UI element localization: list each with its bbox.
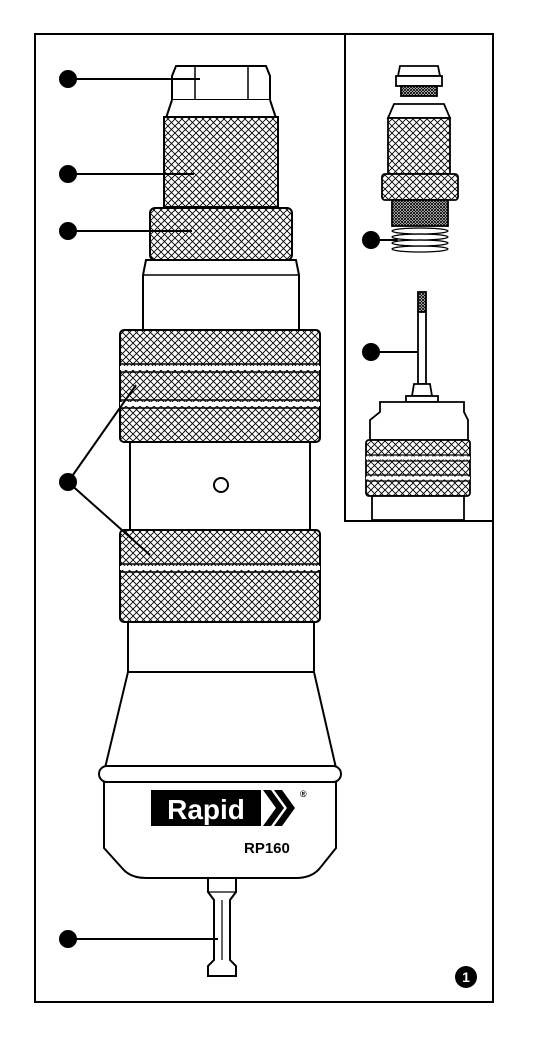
collar-bead — [99, 766, 341, 782]
inset-mandrel — [418, 312, 426, 384]
cap-nut — [172, 66, 270, 100]
rapid-logo: Rapid ® — [151, 789, 307, 826]
callout-dot-grip-sleeves — [60, 474, 76, 490]
figure-number: 1 — [462, 969, 470, 985]
lower-sleeve-knurl — [120, 530, 320, 622]
callout-dot-nosepiece — [60, 166, 76, 182]
callout-dot-lock-ring — [60, 223, 76, 239]
registered-mark: ® — [300, 789, 307, 799]
callout-dot-inset-mandrel — [363, 344, 379, 360]
inset-thread — [392, 200, 448, 226]
logo-text: Rapid — [167, 794, 245, 825]
callout-dot-inset-spring — [363, 232, 379, 248]
inset-lock-ring — [382, 174, 458, 200]
inset-nosepiece-knurl — [388, 118, 450, 174]
lock-ring-knurl — [150, 208, 292, 260]
inset-sleeve-knurl — [366, 440, 470, 496]
upper-sleeve-knurl — [120, 330, 320, 442]
callout-dot-cap-nut — [60, 71, 76, 87]
figure-number-badge: 1 — [455, 966, 477, 988]
callout-dot-hex-shank — [60, 931, 76, 947]
body-hole — [214, 478, 228, 492]
rivet-tool — [99, 66, 341, 976]
model-label: RP160 — [244, 840, 290, 857]
nosepiece-knurl — [164, 117, 278, 207]
inset-mandrel-tip — [418, 292, 426, 312]
